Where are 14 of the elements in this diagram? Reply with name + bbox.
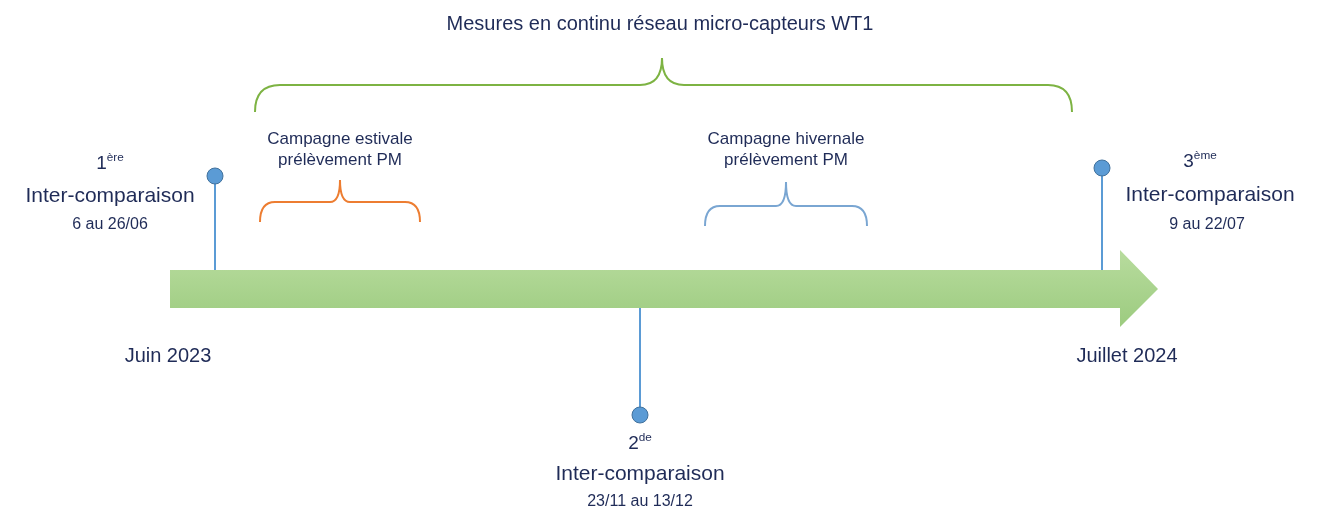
date-range-label: 23/11 au 13/12 [587, 491, 693, 511]
campaign-label: Campagne estivale prélèvement PM [266, 127, 414, 171]
event-label: Inter-comparaison [555, 459, 725, 486]
date-label: Juillet 2024 [1076, 342, 1178, 368]
diagram-title: Mesures en continu réseau micro-capteurs WT1 [446, 10, 874, 36]
event-label: Inter-comparaison [25, 181, 195, 208]
ordinal-label: 2$^{de}$ [628, 429, 652, 455]
ordinal-label: 3$^{ème}$ [1183, 147, 1217, 173]
date-range-label: 6 au 26/06 [72, 214, 148, 234]
event-label: Inter-comparaison [1125, 180, 1295, 207]
ordinal-label: 1$^{ère}$ [96, 149, 124, 175]
campaign-label: Campagne hivernale prélèvement PM [706, 127, 866, 171]
date-range-label: 9 au 22/07 [1169, 214, 1245, 234]
date-label: Juin 2023 [124, 342, 212, 368]
